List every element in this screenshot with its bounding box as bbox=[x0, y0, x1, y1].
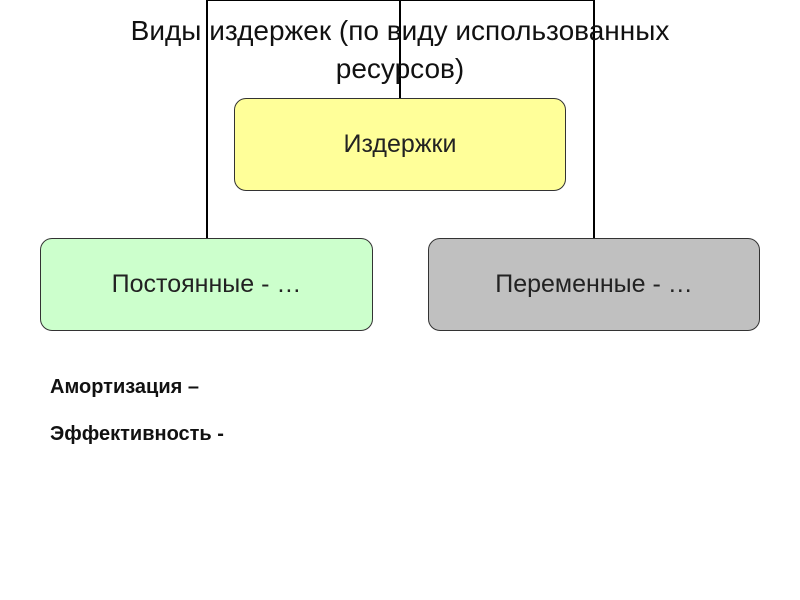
connector-right bbox=[399, 0, 595, 238]
term-efficiency: Эффективность - bbox=[50, 423, 224, 445]
fixed-costs-node: Постоянные - … bbox=[40, 238, 373, 331]
root-node-label: Издержки bbox=[343, 130, 457, 158]
term-depreciation: Амортизация – bbox=[50, 376, 199, 398]
slide-title: Виды издержек (по виду использованных ре… bbox=[130, 15, 670, 84]
fixed-costs-label: Постоянные - … bbox=[111, 270, 302, 298]
diagram-root-node: Издержки bbox=[234, 98, 566, 191]
variable-costs-label: Переменные - … bbox=[495, 270, 693, 298]
variable-costs-node: Переменные - … bbox=[428, 238, 760, 331]
